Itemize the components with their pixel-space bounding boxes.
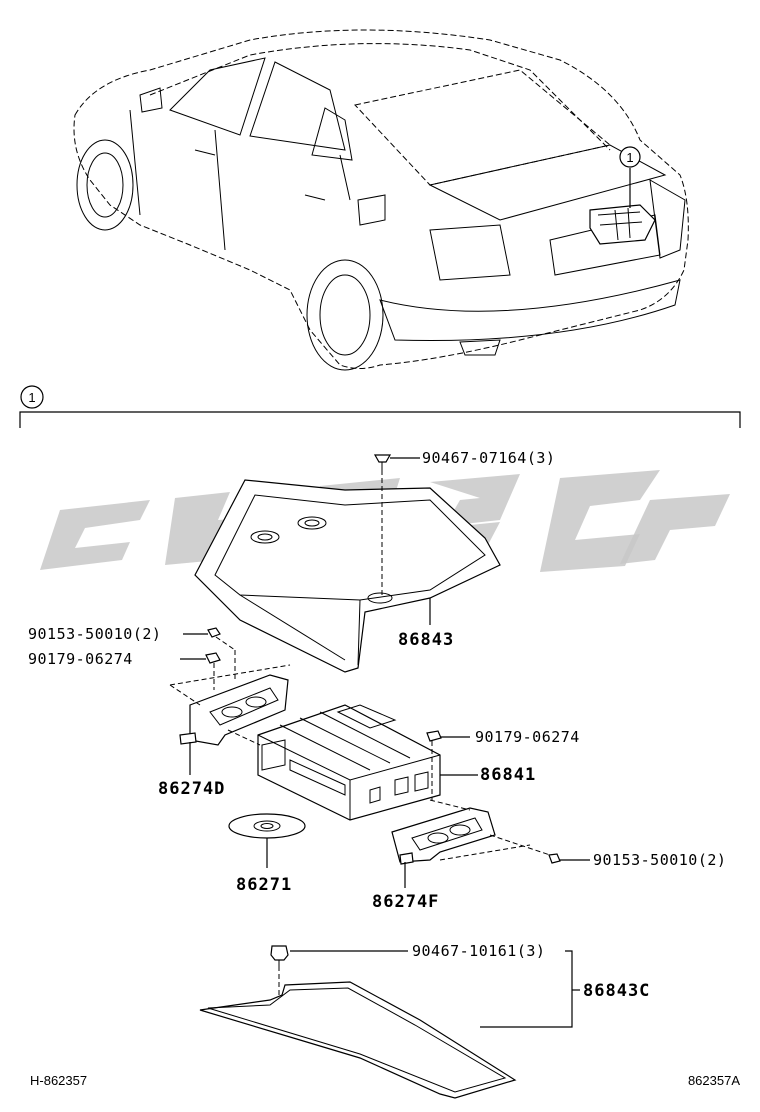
label-screw-left: 90153-50010(2) [28,625,161,643]
callout-number: 1 [626,150,633,165]
clip-bottom-part [270,945,289,995]
label-case-cover: 86843 [398,630,454,650]
changer-part [257,704,441,821]
disc-part [228,813,306,839]
label-bracket-right: 86274F [372,892,439,912]
label-disc: 86271 [236,875,292,895]
car-illustration: 1 [73,29,689,371]
trunk-part-location [589,204,656,245]
label-changer: 86841 [480,765,536,785]
case-cover-part [194,479,501,673]
screw-left-part [207,627,221,638]
label-nut-left: 90179-06274 [28,650,133,668]
bracket-left-part [179,674,289,746]
label-clip-bottom: 90467-10161(3) [412,942,545,960]
label-nut-right: 90179-06274 [475,728,580,746]
screw-top-part [373,454,392,595]
reference-right: 862357A [688,1073,740,1088]
callout-circle [619,146,641,168]
label-cover-sub: 86843C [583,981,650,1001]
section-marker: 1 [19,385,741,428]
label-screw-right: 90153-50010(2) [593,851,726,869]
nut-right-part [426,730,442,742]
label-screw-top: 90467-07164(3) [422,449,555,467]
label-bracket-left: 86274D [158,779,225,799]
bracket-right-part [391,807,496,865]
screw-right-part [548,853,561,864]
section-number: 1 [28,390,35,405]
reference-left: H-862357 [30,1073,87,1088]
cover-sub-part [199,981,517,1099]
nut-left-part [205,652,221,664]
